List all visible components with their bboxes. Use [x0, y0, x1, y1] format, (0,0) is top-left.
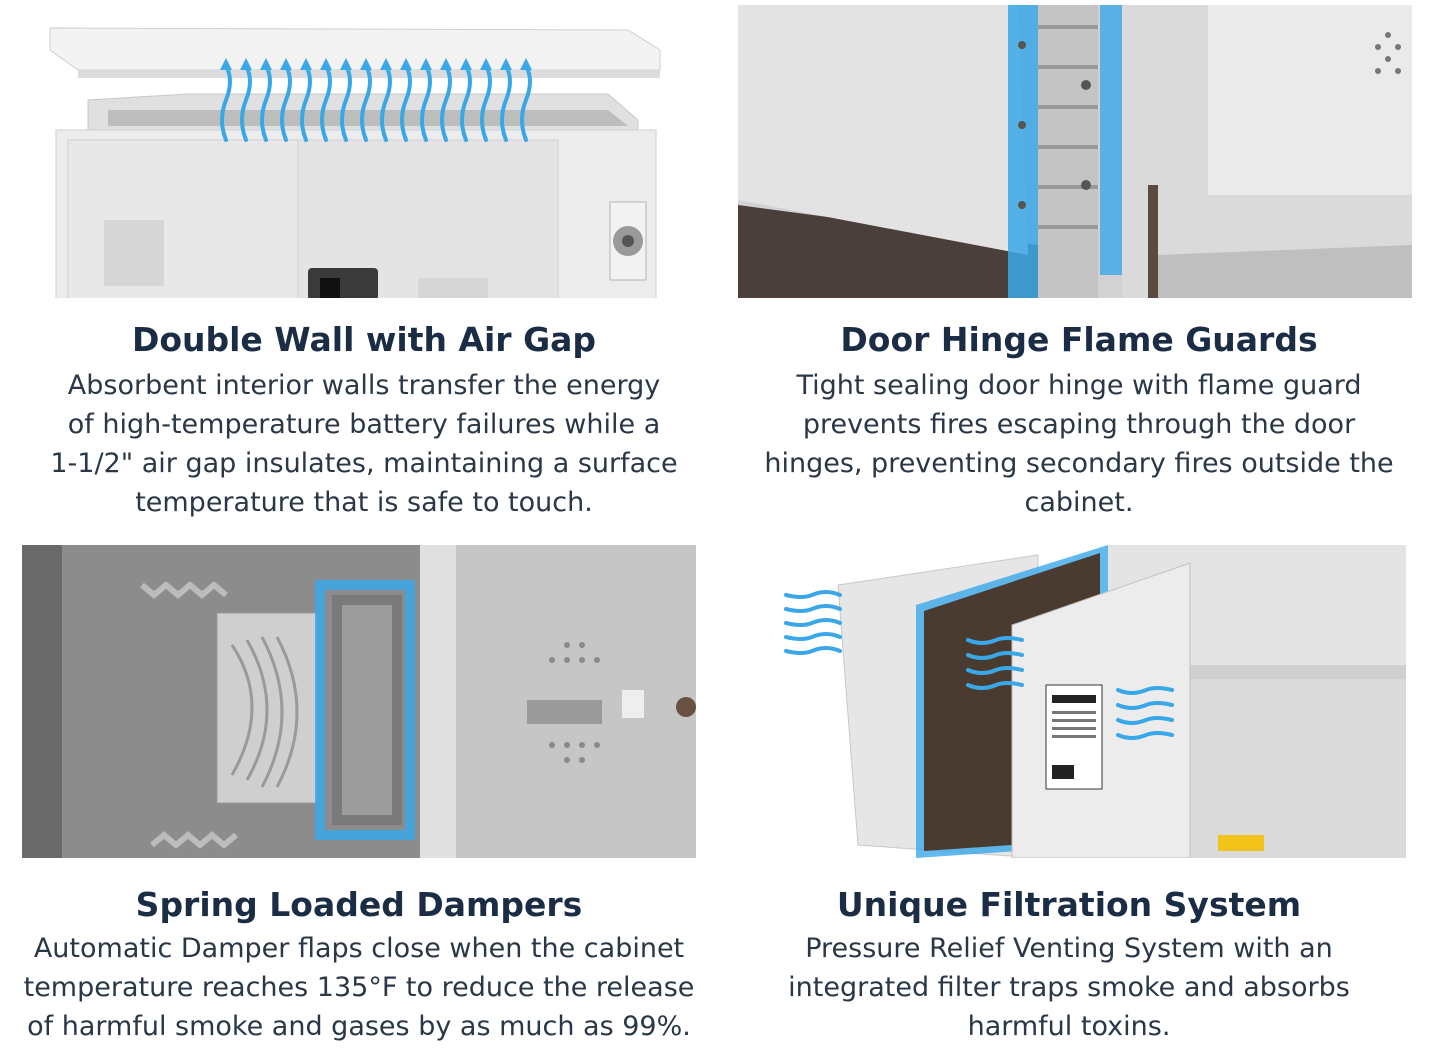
heat-arrows-icon: [220, 64, 532, 142]
desc-line: hinges, preventing secondary fires outsi…: [764, 448, 1394, 479]
feature-title-door-hinge: Door Hinge Flame Guards: [840, 320, 1318, 359]
feature-desc-filtration: Pressure Relief Venting System with an i…: [710, 929, 1428, 1046]
desc-line: temperature that is safe to touch.: [135, 487, 593, 518]
feature-desc-double-wall: Absorbent interior walls transfer the en…: [0, 366, 728, 522]
airflow-arrows-icon: [784, 590, 1174, 740]
door-hinge-image: [738, 5, 1412, 298]
spring-damper-image: [22, 545, 696, 858]
desc-line: cabinet.: [1024, 487, 1134, 518]
desc-line: Automatic Damper flaps close when the ca…: [33, 933, 685, 964]
filtration-illustration: [778, 545, 1406, 858]
desc-line: 1-1/2" air gap insulates, maintaining a …: [50, 448, 678, 479]
desc-line: Tight sealing door hinge with flame guar…: [796, 370, 1362, 401]
desc-line: of harmful smoke and gases by as much as…: [27, 1011, 691, 1042]
desc-line: harmful toxins.: [967, 1011, 1171, 1042]
cabinet-air-gap-illustration: [49, 27, 661, 298]
feature-title-spring-dampers: Spring Loaded Dampers: [135, 885, 583, 924]
feature-desc-spring-dampers: Automatic Damper flaps close when the ca…: [0, 929, 718, 1046]
desc-line: temperature reaches 135°F to reduce the …: [23, 972, 695, 1003]
feature-desc-door-hinge: Tight sealing door hinge with flame guar…: [720, 366, 1438, 522]
hinge-flame-guard-illustration: [738, 5, 1412, 298]
damper-illustration: [22, 545, 696, 858]
feature-title-double-wall: Double Wall with Air Gap: [131, 320, 597, 359]
desc-line: of high-temperature battery failures whi…: [67, 409, 661, 440]
spring-icon: [140, 581, 238, 849]
filtration-image: [778, 545, 1406, 858]
feature-title-filtration: Unique Filtration System: [836, 885, 1302, 924]
desc-line: integrated filter traps smoke and absorb…: [788, 972, 1350, 1003]
desc-line: Pressure Relief Venting System with an: [805, 933, 1333, 964]
desc-line: Absorbent interior walls transfer the en…: [67, 370, 661, 401]
double-wall-image: [48, 10, 664, 298]
desc-line: prevents fires escaping through the door: [802, 409, 1356, 440]
